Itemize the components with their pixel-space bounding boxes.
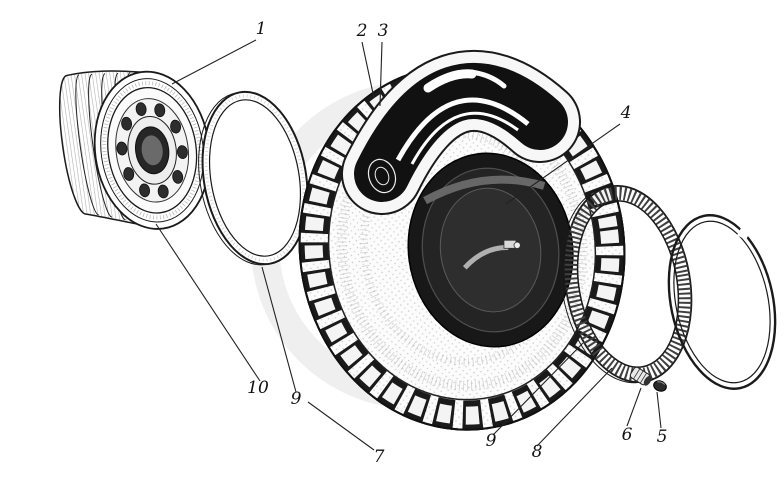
bolt-hole	[172, 170, 184, 184]
valve-cap	[513, 241, 521, 249]
inner-tube-cutaway	[341, 49, 581, 215]
side-ring-inner	[208, 99, 302, 257]
tread-lug-tops	[304, 71, 620, 425]
callout-label-4: 4	[620, 103, 632, 123]
leader-line-4	[505, 123, 621, 205]
lock-ring-inner	[673, 220, 771, 384]
callout-label-2: 2	[356, 21, 368, 41]
inner-tube	[354, 62, 568, 202]
callout-label-10: 10	[247, 378, 269, 398]
tube-end-inner	[374, 166, 390, 186]
valve-part-5-highlight	[657, 381, 666, 385]
valve-part-6-ribs	[633, 368, 647, 384]
bolt-hole	[135, 102, 147, 117]
side-ring-edge	[198, 92, 267, 266]
valve-part-5	[653, 380, 667, 392]
leader-line-3	[379, 41, 383, 107]
bolt-hole	[121, 116, 133, 131]
side-ring-texture	[204, 94, 306, 262]
lock-ring-outer	[667, 214, 777, 390]
lock-ring-split-gap	[737, 228, 750, 240]
leader-line-2	[361, 41, 375, 99]
callout-label-3: 3	[378, 21, 389, 41]
rim-flange-texture	[102, 81, 203, 220]
callout-label-6: 6	[622, 425, 633, 445]
valve-part-5-body	[653, 380, 667, 392]
leader-lines	[155, 39, 662, 451]
leader-line-8	[536, 367, 613, 447]
bolt-hole	[154, 103, 166, 118]
leader-line-5	[656, 391, 662, 429]
bolt-hole	[139, 183, 150, 198]
callout-label-8: 8	[532, 442, 543, 462]
leader-line-9-left	[261, 266, 297, 393]
bead-ring-edge	[560, 186, 642, 384]
tube-highlight-stripe	[395, 97, 530, 162]
callout-labels: 1 2 3 4 5 6 7 8 9 9 10	[247, 19, 667, 467]
rim-rib	[75, 74, 99, 216]
bolt-holes	[116, 102, 188, 199]
leader-line-10	[155, 223, 261, 382]
lock-ring-right	[667, 214, 777, 390]
center-bore-inner	[141, 135, 163, 166]
rim-face	[93, 70, 211, 230]
bolt-hole	[176, 145, 188, 159]
valve-part-6	[629, 366, 652, 386]
callout-label-7: 7	[374, 447, 385, 467]
side-ring-left	[198, 90, 309, 266]
callout-label-1: 1	[256, 19, 267, 39]
tube-end-outer	[367, 158, 397, 194]
tube-highlight-stripe	[410, 111, 519, 165]
tube-highlight-patch	[467, 69, 507, 89]
tube-end-section	[367, 158, 397, 194]
valve-stem	[462, 239, 521, 270]
callout-label-9-left: 9	[291, 389, 302, 409]
callout-label-5: 5	[657, 427, 668, 447]
inner-opening	[407, 152, 574, 348]
rim-flange-inner-line	[100, 78, 205, 223]
bolt-hole	[170, 119, 182, 134]
bead-ring-inner	[576, 200, 680, 368]
bolt-hole	[116, 141, 128, 156]
bolt-hole	[157, 184, 169, 199]
rim-rib	[88, 73, 113, 218]
callout-label-9-right: 9	[486, 431, 497, 451]
bolt-hole	[123, 167, 135, 181]
wheel-rim	[58, 70, 211, 230]
valve-part-6-end	[643, 375, 652, 386]
rim-flap-band	[423, 175, 546, 205]
leader-line-9-right	[492, 342, 584, 436]
tube-highlights	[395, 69, 530, 165]
leader-line-1	[171, 39, 257, 85]
leader-line-6	[626, 387, 642, 427]
leader-line-7	[307, 401, 375, 451]
